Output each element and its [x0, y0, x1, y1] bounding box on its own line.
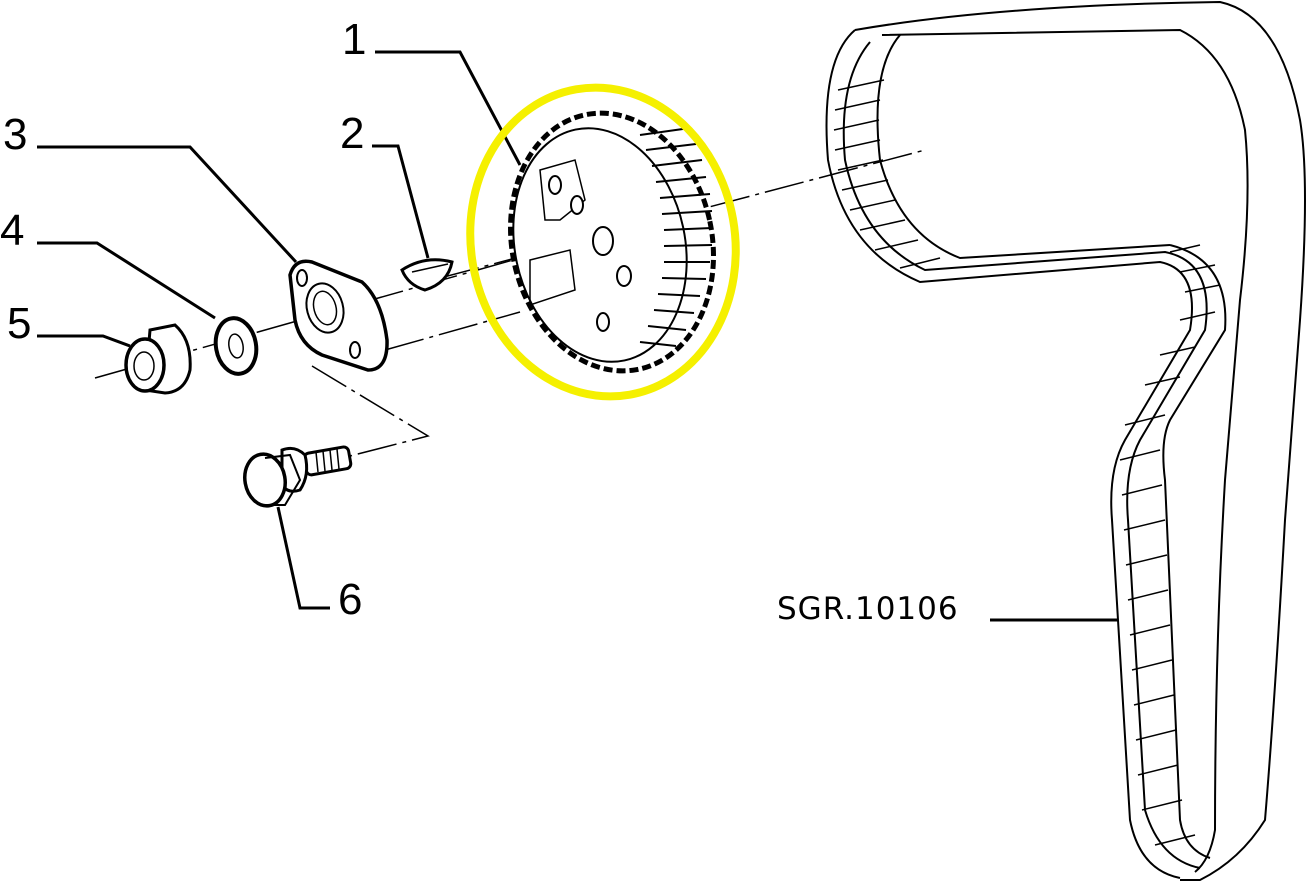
- callout-3[interactable]: 3: [3, 110, 28, 159]
- bolt-part-6[interactable]: [241, 445, 353, 509]
- callout-2[interactable]: 2: [340, 109, 365, 158]
- reference-code: SGR.10106: [777, 591, 959, 627]
- timing-pulley-part-1[interactable]: [487, 94, 737, 390]
- callout-5[interactable]: 5: [7, 299, 32, 348]
- leader-5: [37, 334, 131, 348]
- timing-belt[interactable]: [825, 0, 1306, 881]
- flange-nut-part-5[interactable]: [124, 323, 192, 395]
- belt-teeth: [833, 79, 1221, 846]
- washer-part-4[interactable]: [211, 315, 260, 377]
- leader-3: [37, 145, 298, 264]
- leader-6: [276, 506, 330, 610]
- leader-1: [375, 50, 522, 166]
- woodruff-key-part-2[interactable]: [400, 258, 454, 292]
- callout-6[interactable]: 6: [338, 575, 363, 624]
- axis-lines: [94, 149, 926, 457]
- leader-4: [37, 241, 216, 320]
- callout-4[interactable]: 4: [0, 206, 25, 255]
- callout-1[interactable]: 1: [342, 15, 367, 64]
- highlight-ring: [466, 83, 740, 401]
- leader-lines: [37, 50, 1118, 622]
- flange-plate-part-3[interactable]: [288, 259, 389, 372]
- leader-2: [372, 144, 430, 259]
